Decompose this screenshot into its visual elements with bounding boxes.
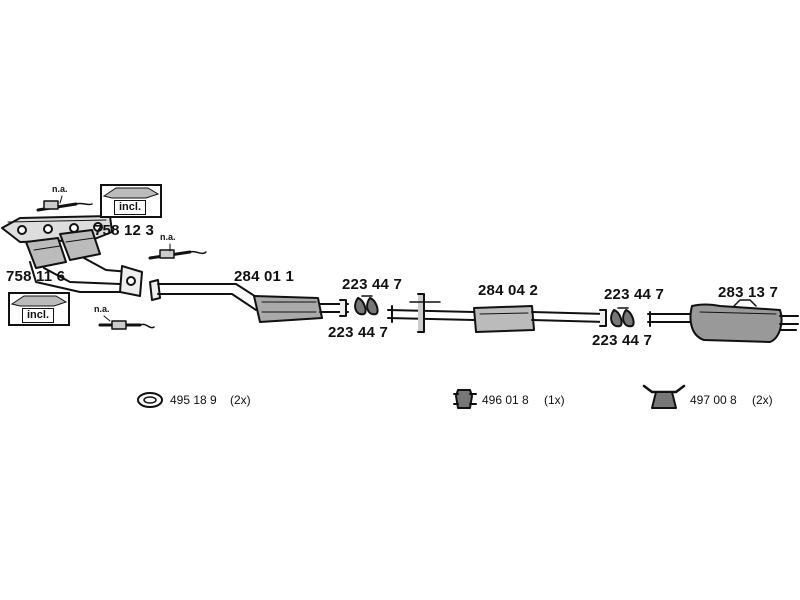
part-label-middle-silencer: 284 04 2 bbox=[478, 282, 538, 299]
legend-hanger-number: 497 00 8 bbox=[690, 393, 737, 407]
clamp-2-drawing bbox=[610, 307, 635, 328]
legend-gasket-number: 495 18 9 bbox=[170, 393, 217, 407]
legend-gasket-qty: (2x) bbox=[230, 393, 251, 407]
leader-line-na-bottom bbox=[103, 315, 111, 322]
na-note-right: n.a. bbox=[160, 232, 176, 242]
manifold-thumbnail-icon bbox=[10, 295, 68, 307]
legend-clamp-number: 496 01 8 bbox=[482, 393, 529, 407]
na-note-bottom: n.a. bbox=[94, 304, 110, 314]
rubber-hanger-icon bbox=[642, 384, 686, 409]
leader-line-na-top bbox=[59, 195, 63, 204]
manifold-assembly-drawing bbox=[1, 215, 143, 297]
legend-clamp-qty: (1x) bbox=[544, 393, 565, 407]
included-parts-box-bottom: incl. bbox=[8, 292, 70, 326]
clamp-bracket-icon bbox=[453, 389, 477, 409]
oxygen-sensor-top bbox=[36, 200, 93, 212]
manifold-thumbnail-icon bbox=[102, 187, 160, 199]
middle-silencer-drawing bbox=[387, 293, 607, 333]
part-label-manifold-front: 758 12 3 bbox=[94, 222, 154, 239]
oxygen-sensor-right bbox=[148, 249, 207, 260]
front-pipe-drawing bbox=[149, 279, 349, 323]
included-parts-box-top: incl. bbox=[100, 184, 162, 218]
part-label-front-pipe: 284 01 1 bbox=[234, 268, 294, 285]
part-label-clamp-1-top: 223 44 7 bbox=[342, 276, 402, 293]
clamp-1-drawing bbox=[354, 295, 379, 316]
oxygen-sensor-bottom bbox=[98, 320, 155, 330]
incl-label-top: incl. bbox=[114, 200, 147, 215]
na-note-top: n.a. bbox=[52, 184, 68, 194]
part-label-manifold-rear: 758 11 6 bbox=[6, 268, 66, 285]
legend-hanger-qty: (2x) bbox=[752, 393, 773, 407]
incl-label-bottom: incl. bbox=[22, 308, 55, 323]
part-label-clamp-1-bottom: 223 44 7 bbox=[328, 324, 388, 341]
part-label-clamp-2-top: 223 44 7 bbox=[604, 286, 664, 303]
gasket-ring-icon bbox=[137, 392, 163, 408]
rear-silencer-drawing bbox=[647, 299, 799, 343]
part-label-rear-silencer: 283 13 7 bbox=[718, 284, 778, 301]
part-label-clamp-2-bottom: 223 44 7 bbox=[592, 332, 652, 349]
